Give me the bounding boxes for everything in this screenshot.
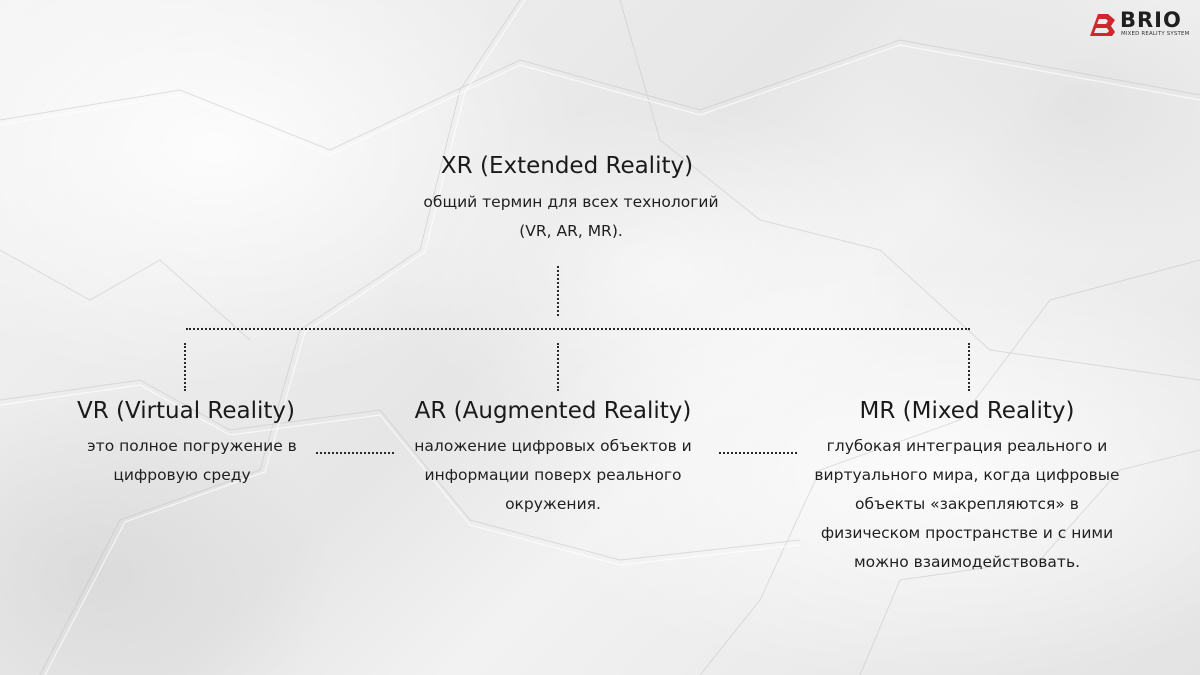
mr-node-description-line-4: физическом пространстве и с ними bbox=[820, 524, 1114, 542]
root-vertical-connector bbox=[557, 266, 559, 316]
vr-node-description-line-1: это полное погружение в bbox=[87, 437, 297, 455]
mr-vertical-connector bbox=[968, 343, 970, 391]
logo-wordmark: BRIO bbox=[1120, 8, 1182, 32]
logo-tagline: MIXED REALITY SYSTEM bbox=[1121, 31, 1190, 37]
brio-logo: BRIO MIXED REALITY SYSTEM bbox=[1088, 8, 1194, 40]
vr-vertical-connector bbox=[184, 343, 186, 391]
xr-node-description-line-2: (VR, AR, MR). bbox=[519, 222, 623, 240]
ar-mr-connector bbox=[719, 452, 797, 454]
xr-node-description-line-1: общий термин для всех технологий bbox=[423, 193, 719, 211]
ar-vertical-connector bbox=[557, 343, 559, 391]
vr-node-title: VR (Virtual Reality) bbox=[76, 398, 296, 424]
main-horizontal-connector bbox=[186, 328, 970, 330]
mr-node-description-line-5: можно взаимодействовать. bbox=[853, 553, 1081, 571]
brio-logo-mark-icon bbox=[1090, 14, 1115, 36]
vr-ar-connector bbox=[316, 452, 394, 454]
mr-node-description-line-3: объекты «закрепляются» в bbox=[855, 495, 1079, 513]
ar-node-description-line-2: информации поверх реального bbox=[424, 466, 682, 484]
ar-node-description-line-1: наложение цифровых объектов и bbox=[414, 437, 692, 455]
mr-node-description-line-2: виртуального мира, когда цифровые bbox=[814, 466, 1120, 484]
vr-node-description-line-2: цифровую среду bbox=[113, 466, 251, 484]
mr-node-description-line-1: глубокая интеграция реального и bbox=[826, 437, 1108, 455]
mr-node-title: MR (Mixed Reality) bbox=[859, 398, 1075, 424]
xr-node-title: XR (Extended Reality) bbox=[440, 153, 694, 179]
ar-node-description-line-3: окружения. bbox=[505, 495, 601, 513]
ar-node-title: AR (Augmented Reality) bbox=[414, 398, 692, 424]
